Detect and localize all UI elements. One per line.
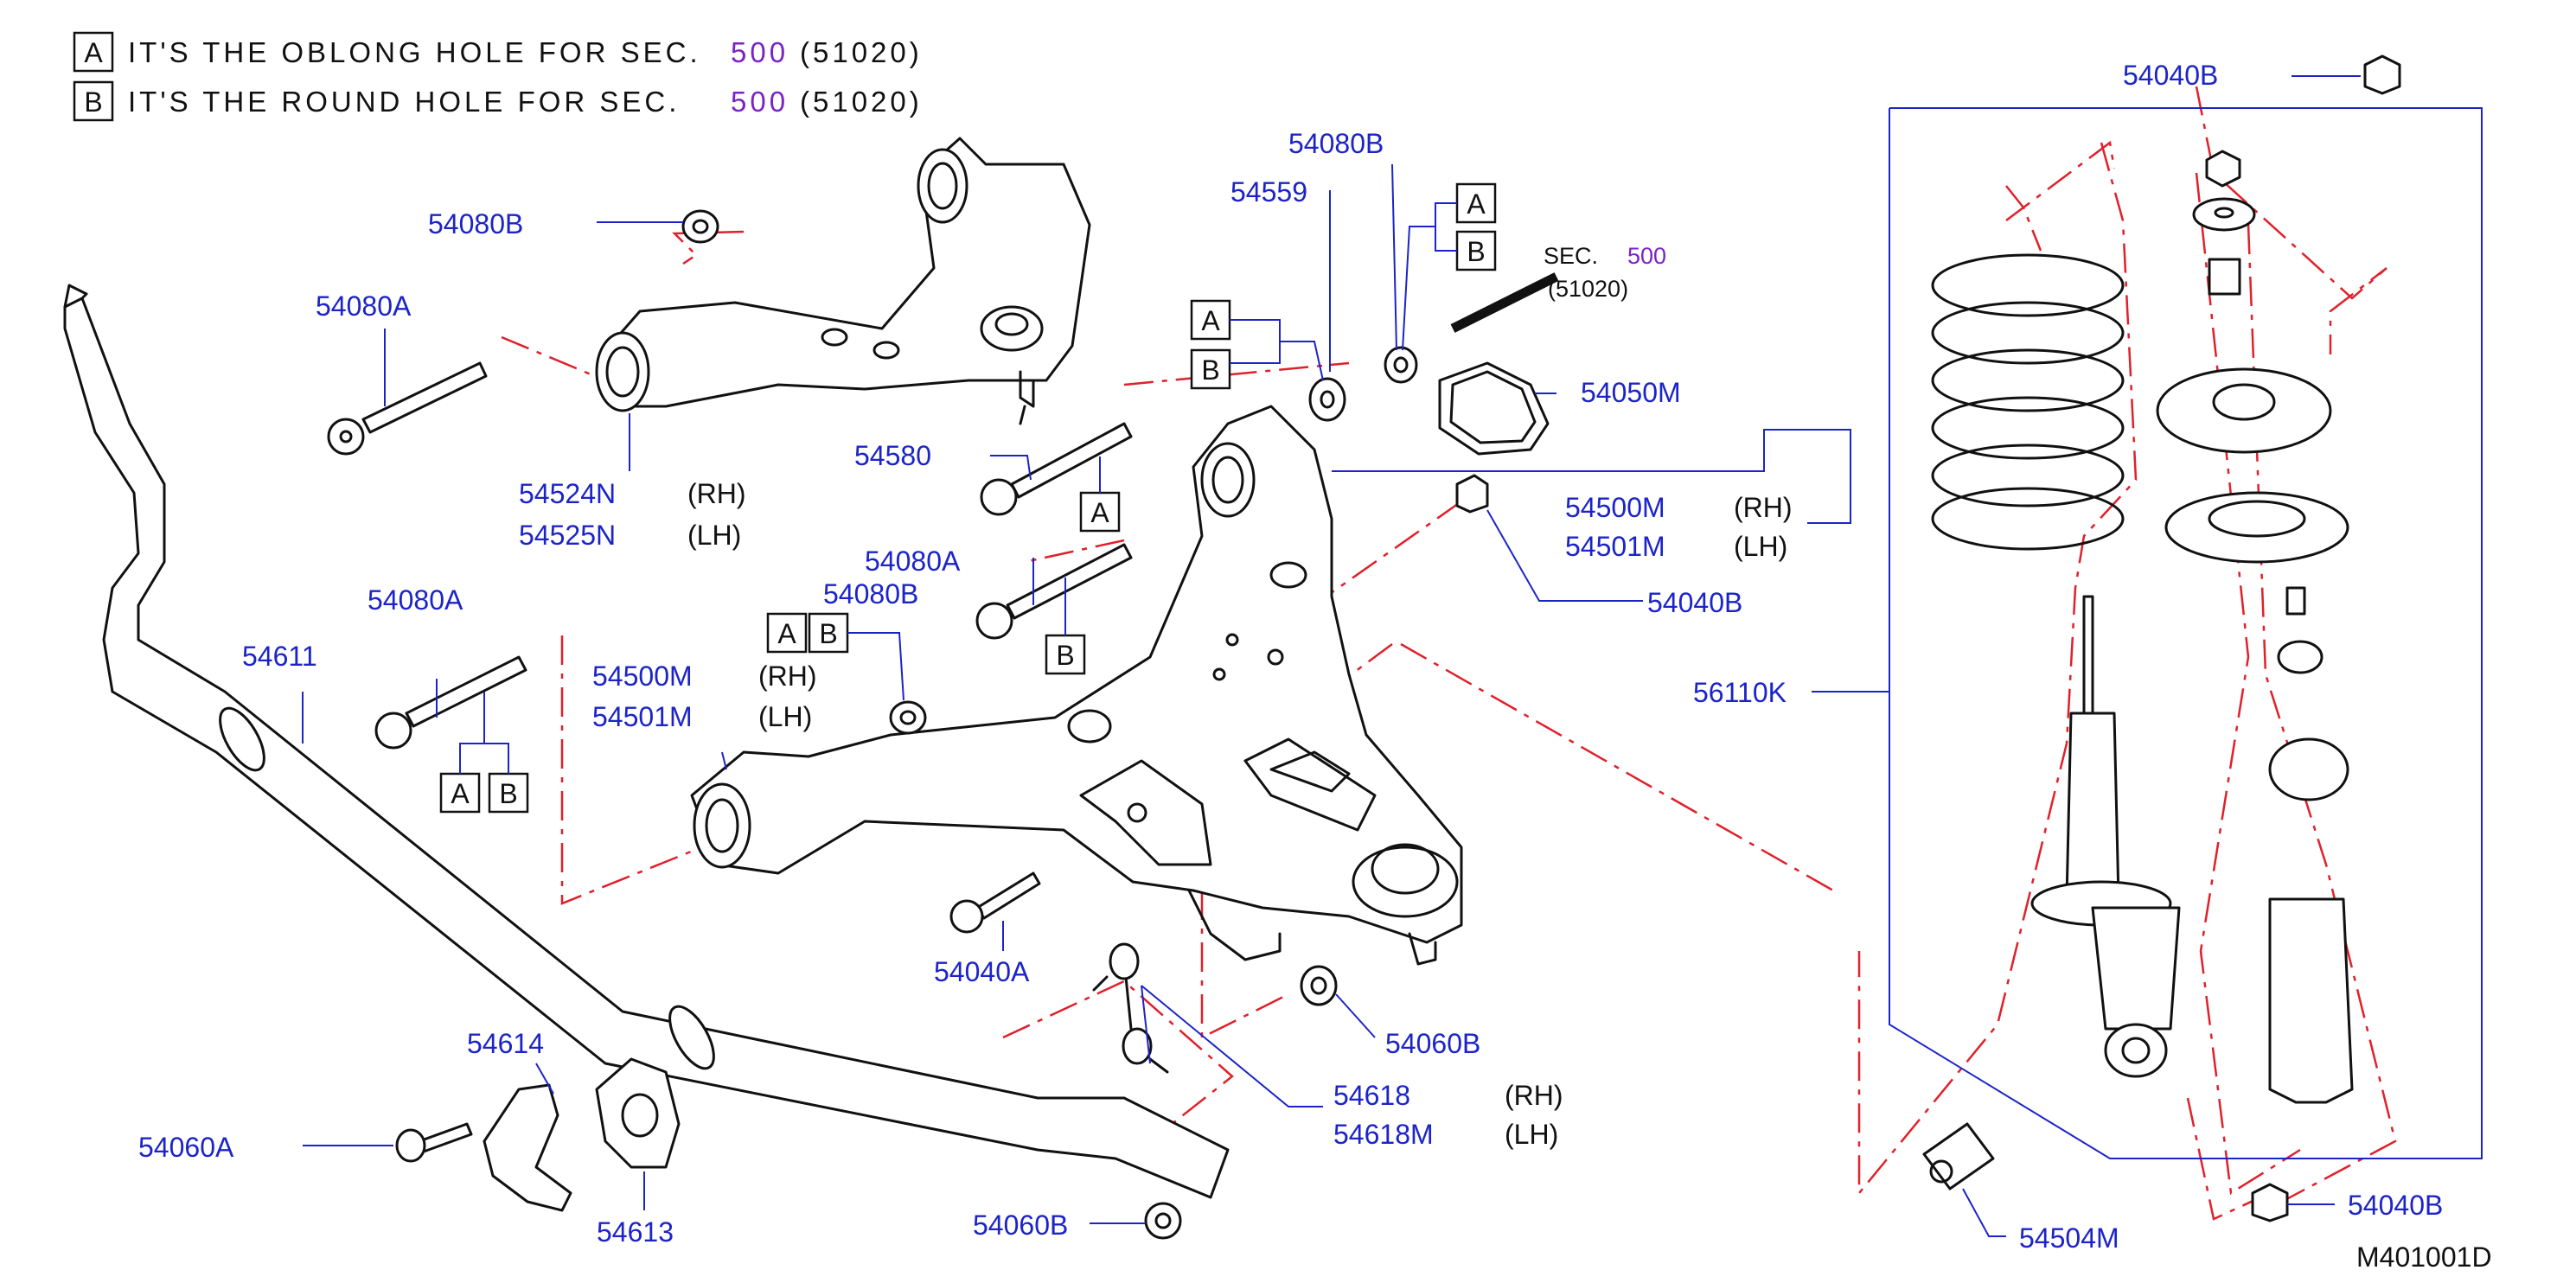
bolt-54040a[interactable] <box>949 871 1041 934</box>
label-54500m-right[interactable]: 54500M <box>1565 492 1665 523</box>
bolt-54580[interactable] <box>980 422 1133 516</box>
marker-b-5: B <box>499 778 517 809</box>
label-54040b-mid[interactable]: 54040B <box>1647 587 1742 618</box>
label-54050m[interactable]: 54050M <box>1581 377 1681 408</box>
label-54525n[interactable]: 54525N <box>519 520 616 551</box>
note-a-sec[interactable]: 500 <box>731 36 789 68</box>
nut-54080b-low[interactable] <box>889 700 927 735</box>
leader-lines <box>302 75 2361 1237</box>
strut-box <box>1889 107 2483 1159</box>
sec-callout-ref: (51020) <box>1548 276 1628 302</box>
label-54524n[interactable]: 54524N <box>519 478 616 509</box>
bushing-54504m[interactable] <box>1922 1122 1995 1190</box>
label-54618[interactable]: 54618 <box>1333 1080 1410 1111</box>
label-54524n-side: (RH) <box>687 478 746 509</box>
coil-spring[interactable] <box>1931 253 2125 551</box>
label-54080b-right[interactable]: 54080B <box>1288 128 1384 159</box>
label-54080a-upper[interactable]: 54080A <box>316 290 412 322</box>
label-54040a[interactable]: 54040A <box>934 956 1030 987</box>
diagram-id: M401001D <box>2356 1242 2492 1273</box>
bolt-54080a-upper[interactable] <box>327 361 488 456</box>
marker-b-1: B <box>1467 236 1485 267</box>
label-54060a[interactable]: 54060A <box>138 1132 234 1163</box>
bolt-54080a-lower[interactable] <box>975 543 1133 640</box>
label-54618m[interactable]: 54618M <box>1333 1119 1434 1150</box>
label-54080b-upper[interactable]: 54080B <box>428 208 523 239</box>
label-54060b-bottom[interactable]: 54060B <box>973 1210 1068 1241</box>
note-b-ref: (51020) <box>800 86 923 118</box>
label-54501m-right[interactable]: 54501M <box>1565 531 1665 562</box>
note-a-ref: (51020) <box>800 36 923 68</box>
marker-a-4: A <box>777 618 796 649</box>
marker-a-3: A <box>1090 497 1109 528</box>
marker-b-3: B <box>1056 640 1074 671</box>
stabilizer-bar[interactable] <box>63 284 1230 1199</box>
label-54080a-left[interactable]: 54080A <box>368 584 463 616</box>
nut-54080b-top[interactable] <box>681 209 719 244</box>
marker-b-4: B <box>819 618 837 649</box>
marker-boxes: A B A B A B A B A B <box>439 182 1497 814</box>
nut-54040b-top[interactable] <box>2363 54 2401 95</box>
sec-500-callout[interactable]: SEC. 500 (51020) <box>1450 243 1666 333</box>
sec-callout-title: SEC. <box>1544 243 1598 269</box>
note-b-marker: B <box>84 86 102 118</box>
label-54080a-mid[interactable]: 54080A <box>865 546 961 577</box>
note-b-sec[interactable]: 500 <box>731 86 789 118</box>
note-b-text: IT'S THE ROUND HOLE FOR SEC. <box>128 86 680 118</box>
note-a-text: IT'S THE OBLONG HOLE FOR SEC. <box>128 36 701 68</box>
marker-a-5: A <box>451 778 470 809</box>
label-54500m-left-side: (RH) <box>758 661 817 692</box>
gasket-54050m[interactable] <box>1438 361 1550 456</box>
bolt-54060a[interactable] <box>395 1122 473 1163</box>
label-54501m-left[interactable]: 54501M <box>592 701 693 732</box>
sec-callout-num[interactable]: 500 <box>1627 243 1666 269</box>
note-a: A IT'S THE OBLONG HOLE FOR SEC. 500 (510… <box>73 31 923 73</box>
upper-link[interactable] <box>595 137 1091 425</box>
note-a-marker: A <box>84 37 103 68</box>
nut-54080b-mid[interactable] <box>1384 346 1418 384</box>
label-54580[interactable]: 54580 <box>854 440 931 471</box>
stabilizer-link-54618[interactable] <box>1092 942 1169 1074</box>
label-54080b-mid[interactable]: 54080B <box>823 578 918 610</box>
label-54501m-right-side: (LH) <box>1734 531 1787 562</box>
label-54040b-bottom[interactable]: 54040B <box>2348 1190 2443 1221</box>
label-54060b-link[interactable]: 54060B <box>1385 1028 1480 1059</box>
part-labels: 54040B 54080B 54080A 54524N (RH) 54525N … <box>138 60 2492 1273</box>
label-54500m-left[interactable]: 54500M <box>592 661 693 692</box>
note-b: B IT'S THE ROUND HOLE FOR SEC. 500 (5102… <box>73 80 923 122</box>
label-54618-side: (RH) <box>1505 1080 1563 1111</box>
washer-54559[interactable] <box>1308 377 1346 422</box>
label-54611[interactable]: 54611 <box>242 641 317 672</box>
label-54500m-right-side: (RH) <box>1734 492 1793 523</box>
label-54504m[interactable]: 54504M <box>2019 1222 2119 1254</box>
nut-54060b-link[interactable] <box>1300 965 1338 1006</box>
label-54618m-side: (LH) <box>1505 1119 1558 1150</box>
label-54040b-top[interactable]: 54040B <box>2123 60 2218 91</box>
label-54525n-side: (LH) <box>687 520 741 551</box>
marker-a-2: A <box>1201 305 1220 336</box>
label-56110k[interactable]: 56110K <box>1693 677 1787 708</box>
shock-absorber[interactable] <box>2030 595 2181 1078</box>
bushing-54613[interactable] <box>595 1057 681 1169</box>
label-54613[interactable]: 54613 <box>597 1216 674 1248</box>
clamp-54614[interactable] <box>483 1083 572 1212</box>
nut-54040b-mid[interactable] <box>1455 474 1489 514</box>
marker-b-2: B <box>1201 354 1219 386</box>
label-54501m-left-side: (LH) <box>758 701 812 732</box>
marker-a-1: A <box>1467 188 1486 220</box>
label-54559[interactable]: 54559 <box>1230 176 1307 207</box>
nut-54060b-bottom[interactable] <box>1144 1202 1182 1240</box>
nut-54040b-bottom[interactable] <box>2251 1183 2289 1222</box>
bolt-54080a-left[interactable] <box>374 655 527 750</box>
label-54614[interactable]: 54614 <box>467 1028 544 1059</box>
strut-mount-stack[interactable] <box>2156 150 2354 1104</box>
lower-link[interactable] <box>690 405 1463 966</box>
